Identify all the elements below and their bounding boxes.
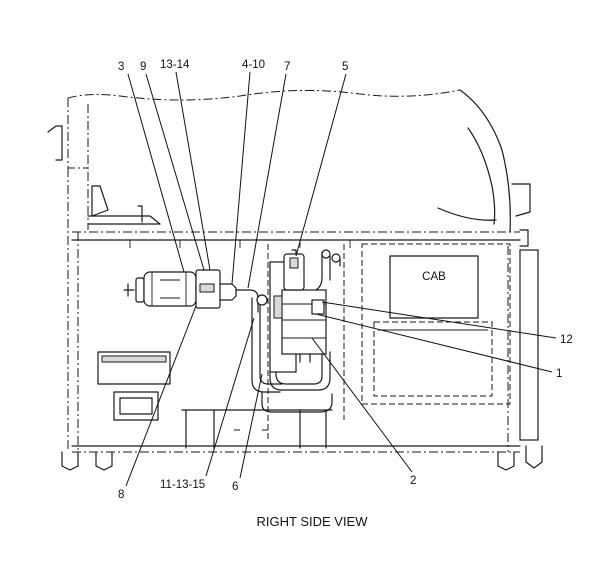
callout-4-10: 4-10 (242, 59, 265, 71)
cab-label: CAB (422, 271, 446, 283)
callout-1: 1 (556, 368, 562, 380)
callout-5: 5 (342, 61, 348, 73)
callout-9: 9 (140, 61, 146, 73)
callout-8: 8 (118, 489, 124, 501)
machine-outline: CAB (47, 89, 543, 471)
receiver-dryer (123, 269, 259, 313)
view-caption: RIGHT SIDE VIEW (257, 514, 369, 529)
callouts: 3 9 13-14 4-10 7 5 12 1 2 6 11-13-15 8 (118, 59, 573, 501)
callout-12: 12 (560, 334, 573, 346)
leader-lines (125, 71, 557, 487)
callout-6: 6 (232, 481, 238, 493)
callout-7: 7 (284, 61, 290, 73)
valve-assembly (251, 249, 341, 413)
callout-2: 2 (410, 475, 416, 487)
callout-3: 3 (118, 61, 124, 73)
callout-13-14: 13-14 (160, 59, 190, 71)
callout-11-13-15: 11-13-15 (160, 479, 205, 491)
